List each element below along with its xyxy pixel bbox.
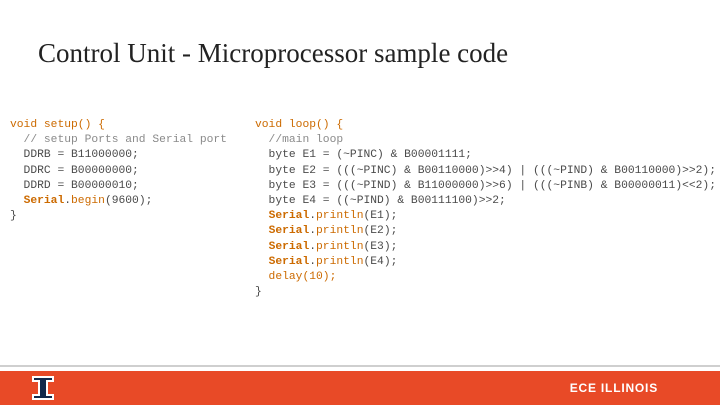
code-token: (E3);: [363, 240, 398, 253]
code-token: void loop() {: [255, 119, 344, 131]
code-token: .: [309, 255, 317, 268]
code-token: }: [255, 286, 262, 299]
code-token: DDRC = B00000000;: [10, 164, 139, 177]
code-token: Serial: [268, 255, 310, 268]
code-token: Serial: [268, 210, 310, 223]
code-token: // setup Ports and Serial port: [10, 134, 227, 147]
code-token: }: [10, 210, 17, 223]
code-token: byte E1 = (~PINC) & B00001111;: [255, 149, 472, 162]
code-token: //main loop: [255, 134, 344, 147]
code-token: [255, 241, 269, 253]
code-token: (E1);: [363, 210, 398, 223]
code-token: Serial: [268, 240, 310, 253]
code-token: delay(10);: [255, 270, 337, 283]
footer-brand: ECE ILLINOIS: [569, 381, 658, 395]
code-token: [255, 256, 269, 268]
footer-divider: [0, 365, 720, 367]
code-line: Serial.println(E1);: [255, 209, 716, 224]
code-token: .: [309, 225, 317, 238]
footer-bar: [0, 371, 720, 405]
code-token: .: [309, 240, 317, 253]
code-line: }: [255, 285, 716, 300]
code-line: void setup() {: [10, 118, 227, 133]
code-token: DDRD = B00000010;: [10, 179, 139, 192]
code-token: (E2);: [363, 225, 398, 238]
code-line: DDRD = B00000010;: [10, 179, 227, 194]
code-line: void loop() {: [255, 118, 716, 133]
code-token: byte E2 = (((~PINC) & B00110000)>>4) | (…: [255, 164, 716, 177]
code-token: println: [316, 210, 364, 223]
code-token: .: [64, 194, 72, 207]
code-line: byte E2 = (((~PINC) & B00110000)>>4) | (…: [255, 164, 716, 179]
code-token: (E4);: [363, 255, 398, 268]
code-token: [255, 225, 269, 237]
code-line: //main loop: [255, 133, 716, 148]
code-line: // setup Ports and Serial port: [10, 133, 227, 148]
code-block-loop: void loop() { //main loop byte E1 = (~PI…: [255, 118, 716, 300]
code-line: DDRB = B11000000;: [10, 148, 227, 163]
code-line: Serial.println(E2);: [255, 224, 716, 239]
code-block-setup: void setup() { // setup Ports and Serial…: [10, 118, 227, 224]
code-token: println: [316, 225, 364, 238]
code-line: Serial.println(E4);: [255, 255, 716, 270]
code-line: Serial.begin(9600);: [10, 194, 227, 209]
slide-title: Control Unit - Microprocessor sample cod…: [38, 38, 509, 68]
code-token: begin: [71, 194, 105, 207]
code-token: [10, 195, 24, 207]
code-token: println: [316, 240, 364, 253]
code-line: }: [10, 209, 227, 224]
code-line: Serial.println(E3);: [255, 240, 716, 255]
code-line: byte E4 = ((~PIND) & B00111100)>>2;: [255, 194, 716, 209]
code-token: byte E4 = ((~PIND) & B00111100)>>2;: [255, 194, 506, 207]
code-token: DDRB = B11000000;: [10, 149, 139, 162]
code-token: Serial: [23, 194, 65, 207]
code-token: (9600);: [104, 194, 153, 207]
code-token: println: [316, 255, 364, 268]
code-line: DDRC = B00000000;: [10, 164, 227, 179]
code-line: byte E1 = (~PINC) & B00001111;: [255, 148, 716, 163]
code-token: [255, 210, 269, 222]
illinois-block-i-icon: [32, 376, 54, 400]
code-token: .: [309, 210, 317, 223]
code-line: delay(10);: [255, 270, 716, 285]
code-token: byte E3 = (((~PIND) & B11000000)>>6) | (…: [255, 179, 716, 192]
code-token: void setup() {: [10, 119, 105, 131]
code-token: Serial: [268, 225, 310, 238]
code-line: byte E3 = (((~PIND) & B11000000)>>6) | (…: [255, 179, 716, 194]
